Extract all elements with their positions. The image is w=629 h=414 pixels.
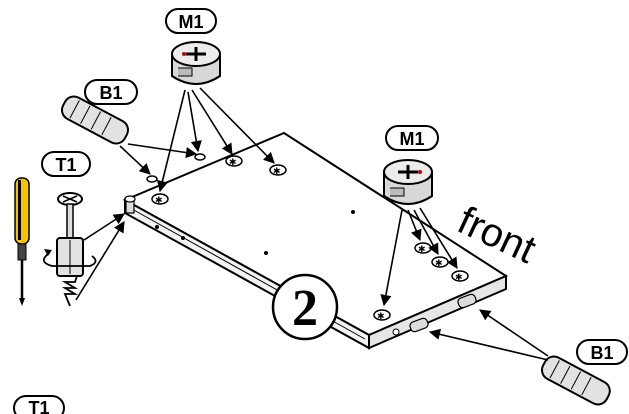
screwdriver-icon	[14, 177, 30, 306]
dowel-icon	[60, 95, 130, 145]
step-badge: 2	[271, 273, 339, 341]
svg-text:M1: M1	[178, 12, 203, 32]
svg-text:B1: B1	[590, 343, 613, 363]
cam-hole: ✱	[225, 155, 243, 168]
svg-text:✱: ✱	[155, 196, 163, 206]
b1-left-label: B1	[84, 79, 138, 105]
dowel-in-edge	[392, 293, 477, 336]
svg-text:M1: M1	[399, 129, 424, 149]
t1-tool-label: T1	[41, 151, 91, 177]
svg-text:✱: ✱	[229, 158, 237, 168]
svg-text:✱: ✱	[273, 167, 281, 177]
cam-lock-icon	[171, 41, 221, 85]
b1-right-label: B1	[576, 339, 628, 365]
svg-text:B1: B1	[99, 83, 122, 103]
svg-text:T1: T1	[55, 155, 76, 175]
rotate-arrow-icon	[42, 249, 97, 267]
step-number: 2	[292, 280, 318, 337]
svg-text:✱: ✱	[377, 312, 385, 322]
cam-hole: ✱	[451, 270, 469, 283]
svg-text:✱: ✱	[435, 259, 443, 269]
svg-text:✱: ✱	[418, 245, 426, 255]
svg-text:✱: ✱	[455, 273, 463, 283]
cam-lock-icon	[383, 159, 433, 205]
cam-hole: ✱	[373, 309, 391, 322]
cam-hole: ✱	[269, 164, 287, 177]
screw-bolt-icon	[56, 192, 84, 307]
dowel-icon	[540, 355, 611, 406]
cam-hole: ✱	[151, 193, 169, 206]
cam-hole: ✱	[414, 242, 432, 255]
assembly-arrows	[75, 87, 549, 361]
t1-bottom-label: T1	[13, 395, 65, 414]
m1-right-label: M1	[385, 125, 439, 151]
panel-board: ✱ ✱ ✱ ✱ ✱ ✱ ✱	[122, 131, 509, 350]
screw-head	[124, 195, 136, 214]
m1-top-label: M1	[165, 8, 217, 34]
svg-text:T1: T1	[28, 398, 49, 414]
